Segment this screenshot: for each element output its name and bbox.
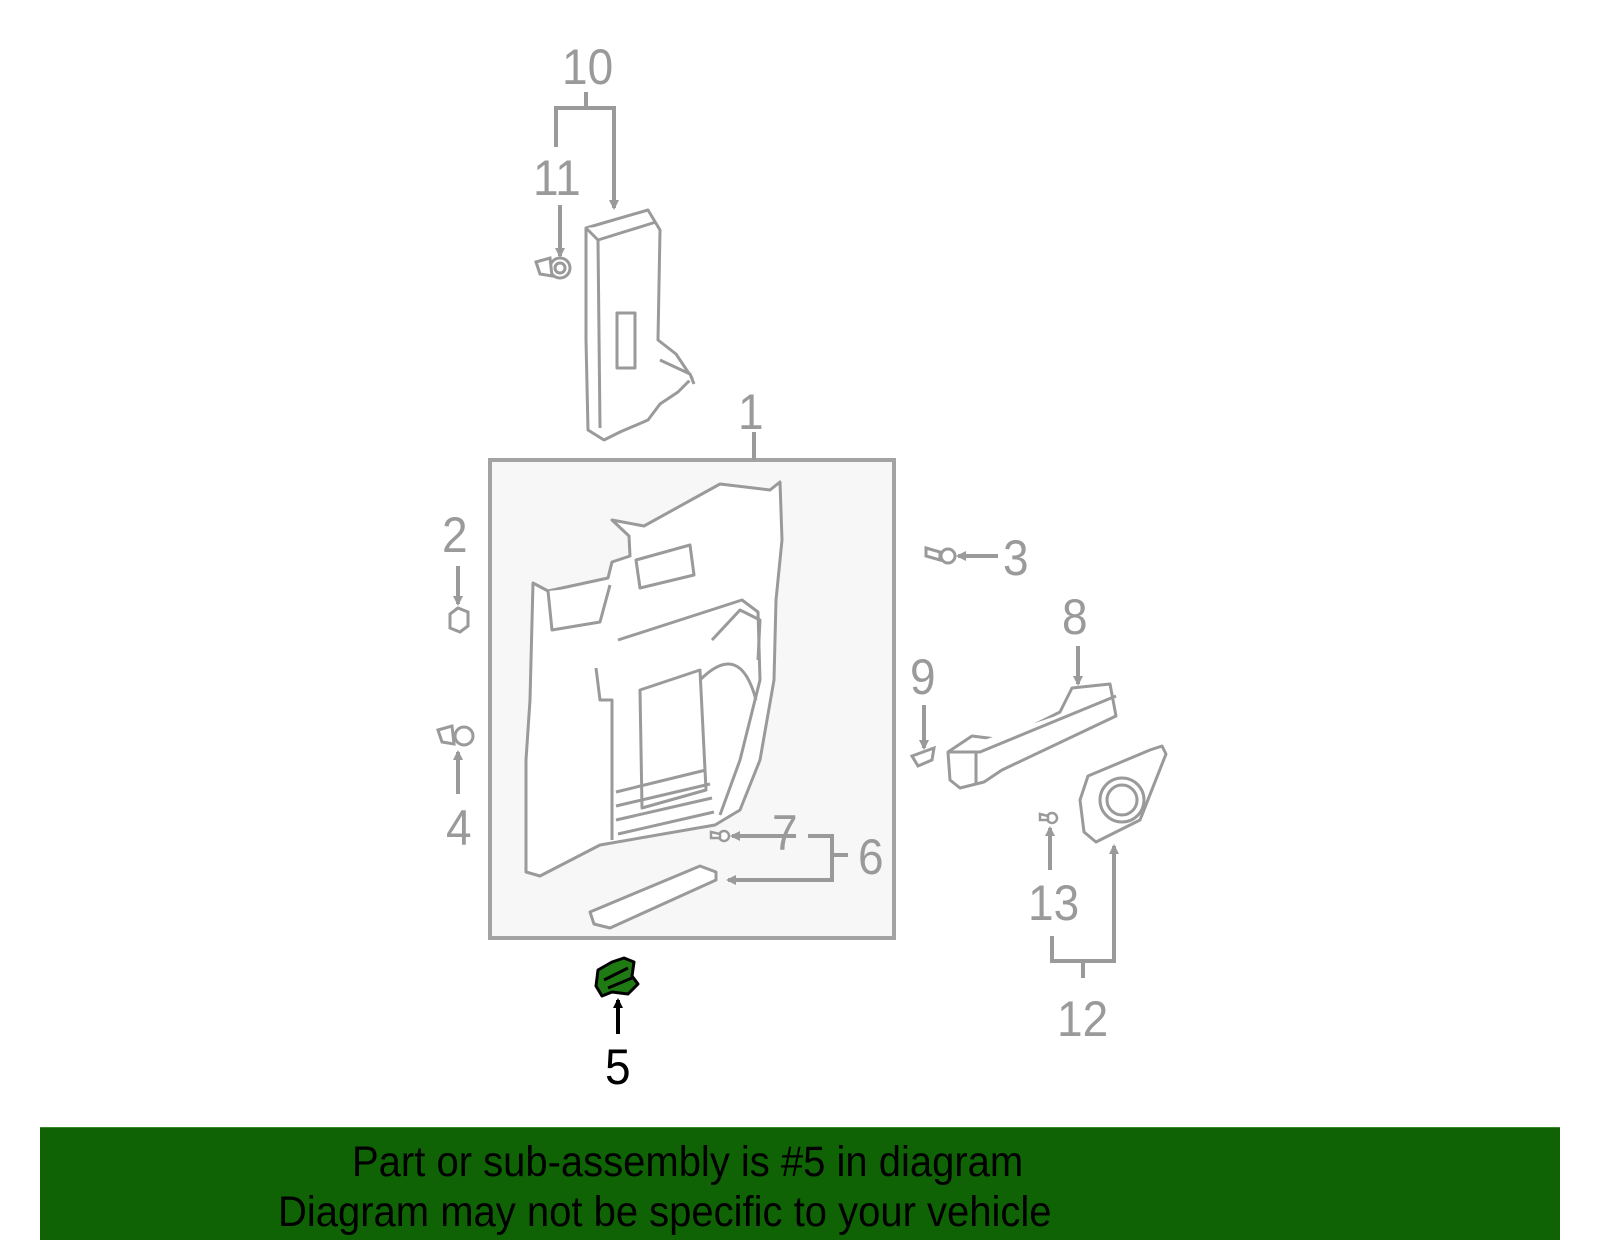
part-13-screw: [1038, 811, 1059, 825]
callout-1: 1: [738, 384, 764, 440]
part-8-pull-handle: [946, 682, 1118, 790]
info-banner: Part or sub-assembly is #5 in diagram Di…: [40, 1127, 1560, 1240]
part-5-highlighted: [594, 956, 640, 998]
bracket-6-7: [726, 831, 848, 885]
callout-2: 2: [442, 507, 468, 563]
callout-6: 6: [858, 829, 884, 885]
part-1-trim-panel: [524, 480, 784, 878]
callout-4: 4: [446, 800, 472, 856]
bracket-10: [554, 92, 619, 210]
callout-12: 12: [1057, 991, 1109, 1047]
part-2-clip: [448, 606, 470, 634]
part-10-pillar-trim: [584, 208, 696, 442]
callout-10: 10: [562, 39, 614, 95]
callout-13: 13: [1028, 875, 1080, 931]
part-7-screw: [709, 829, 731, 843]
callout-9: 9: [910, 649, 936, 705]
callout-11: 11: [533, 150, 581, 206]
part-9-cap: [909, 745, 936, 768]
part-12-speaker-grille: [1078, 744, 1168, 844]
callout-7: 7: [772, 805, 798, 861]
bracket-12-13: [1045, 826, 1119, 978]
callout-8: 8: [1062, 589, 1088, 645]
part-11-retainer: [534, 256, 572, 280]
banner-part-note: Part or sub-assembly is #5 in diagram: [352, 1138, 1024, 1186]
banner-disclaimer: Diagram may not be specific to your vehi…: [278, 1188, 1052, 1236]
part-3-screw: [924, 546, 957, 565]
part-4-retainer: [436, 724, 475, 747]
callout-3: 3: [1003, 530, 1029, 586]
callout-5: 5: [605, 1039, 631, 1095]
part-6-molding: [588, 864, 718, 930]
